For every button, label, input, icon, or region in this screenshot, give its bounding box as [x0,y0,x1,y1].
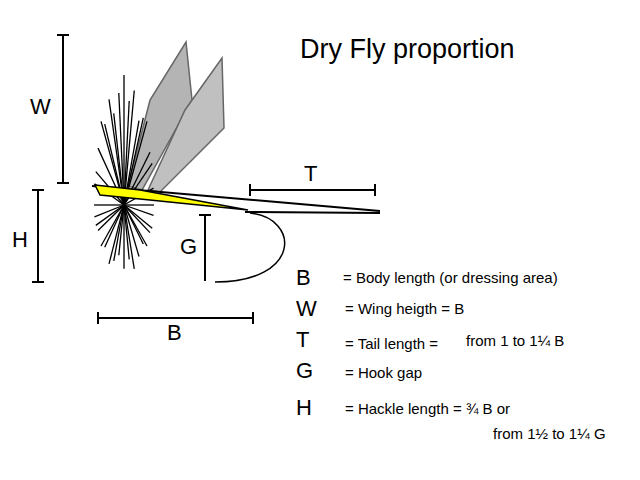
key-text: = Hook gap [345,365,422,380]
dimension-brackets [32,35,375,324]
diagram-title: Dry Fly proportion [300,36,515,63]
wings [128,42,224,192]
dimension-letter: W [30,96,51,118]
key-letter: T [296,329,309,351]
hook-and-body [92,185,380,282]
key-text: = Tail length = [345,336,438,351]
dimension-letter: H [12,229,28,251]
key-text: from 1½ to 1¼ G [493,426,606,441]
hackle-fibre [101,205,124,246]
dimension-letter: T [304,163,317,185]
hackle-fibre [98,205,124,231]
dimension-letter: B [167,322,182,344]
key-letter: H [296,397,312,419]
hackle-fibre [94,205,124,217]
key-text: = Wing heigth = B [345,301,464,316]
key-text: from 1 to 1¼ B [466,333,564,348]
dimension-letter: G [180,236,197,258]
key-letter: W [296,298,317,320]
hackle-fibres [94,75,154,269]
hackle-fibre [124,205,134,269]
hackle-fibre [124,205,152,228]
hackle-fibre [124,205,129,259]
key-letter: B [296,267,311,289]
hackle-fibre [124,204,154,205]
key-text: = Hackle length = ¾ B or [345,401,510,416]
key-text: = Body length (or dressing area) [343,270,558,285]
key-letter: G [296,360,313,382]
hackle-fibre [94,204,124,205]
